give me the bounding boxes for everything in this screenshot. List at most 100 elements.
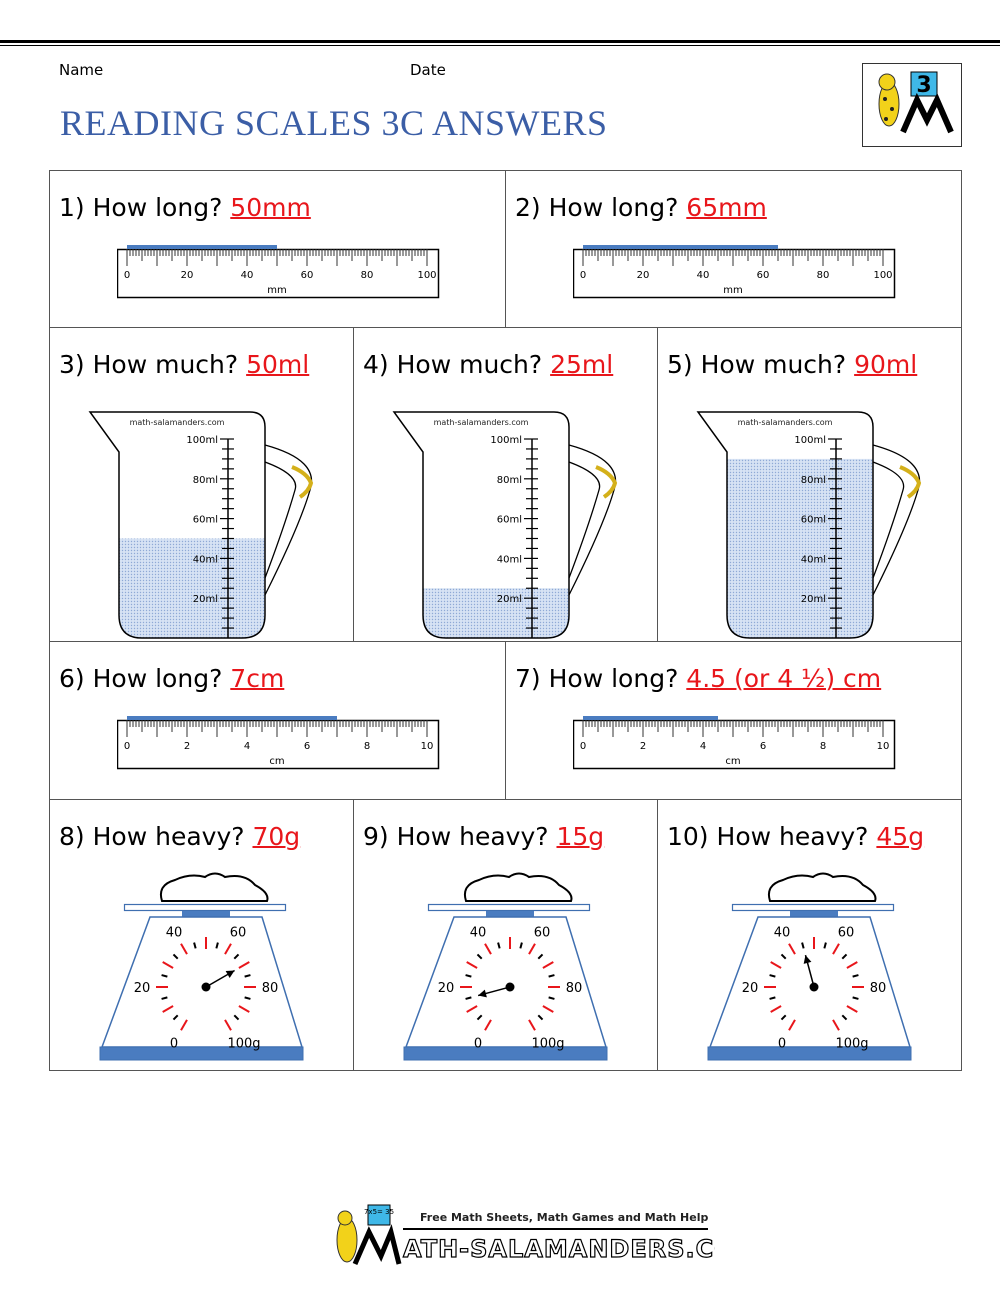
dial-tick <box>852 996 859 1000</box>
question-number: 5) <box>667 350 693 379</box>
dial-label: 0 <box>474 1036 482 1051</box>
pointer-arrowhead <box>225 970 235 978</box>
dial-label: 100g <box>227 1036 260 1051</box>
dial-tick <box>823 942 827 949</box>
dial-tick <box>233 953 240 960</box>
dial-tick <box>244 974 251 978</box>
dial-tick <box>519 942 523 949</box>
name-label: Name <box>59 61 104 79</box>
dial-tick <box>770 1005 782 1013</box>
question-number: 9) <box>363 822 389 851</box>
question-number: 10) <box>667 822 709 851</box>
question-text: How heavy? <box>716 822 869 851</box>
ruler-tick-label: 20 <box>181 270 194 281</box>
dial-tick <box>476 953 483 960</box>
jug-outline <box>88 411 266 639</box>
dial-tick <box>465 996 472 1000</box>
dial-pivot <box>505 982 515 992</box>
jug-outline <box>696 411 874 639</box>
dial-label: 20 <box>742 981 759 996</box>
scale-base <box>707 1046 912 1061</box>
weighed-object <box>463 872 573 902</box>
ruler-tick-label: 100 <box>417 270 436 281</box>
ruler-tick-label: 4 <box>244 741 250 752</box>
question-text: How much? <box>396 350 543 379</box>
question-text: How heavy? <box>92 822 245 851</box>
ruler-tick-label: 40 <box>241 270 254 281</box>
ruler-tick-label: 6 <box>304 741 310 752</box>
answer-text: 25ml <box>550 350 614 379</box>
jug-handle-inner <box>568 461 601 579</box>
pointer-arrowhead <box>803 955 812 964</box>
dial-label: 100g <box>531 1036 564 1051</box>
weighed-object <box>767 872 877 902</box>
dial-label: 20 <box>134 981 151 996</box>
dial-tick <box>846 1005 858 1013</box>
jug-brand-text: math-salamanders.com <box>434 418 529 427</box>
dial-tick <box>466 1005 478 1013</box>
dial-label: 40 <box>470 926 487 941</box>
jug-scale-label: 100ml <box>794 435 826 446</box>
measuring-jug: math-salamanders.com20ml40ml60ml80ml100m… <box>696 411 922 639</box>
ruler-tick-label: 2 <box>640 741 646 752</box>
answer-text: 45g <box>876 822 925 851</box>
ruler-tick-label: 8 <box>364 741 370 752</box>
dial-tick <box>162 961 174 969</box>
ruler-tick-label: 4 <box>700 741 706 752</box>
question-text: How much? <box>700 350 847 379</box>
dial-tick <box>161 996 168 1000</box>
dial-tick <box>476 1014 483 1021</box>
ruler-tick-label: 6 <box>760 741 766 752</box>
dial-tick <box>244 996 251 1000</box>
footer-logo: 7x5= 35 Free Math Sheets, Math Games and… <box>325 1200 760 1270</box>
ruler-tick-label: 10 <box>877 741 890 752</box>
header-rule-thin <box>0 45 1000 46</box>
measured-length-bar <box>583 245 778 249</box>
answer-text: 70g <box>252 822 301 851</box>
ruler-body <box>117 719 440 770</box>
dial-tick <box>832 1019 840 1031</box>
ruler-tick-label: 60 <box>301 270 314 281</box>
answer-text: 50mm <box>230 193 311 222</box>
dial-pivot <box>201 982 211 992</box>
question-text: How long? <box>92 193 223 222</box>
ruler-unit-label: cm <box>269 756 284 767</box>
ruler-unit-label: cm <box>725 756 740 767</box>
measured-length-bar <box>127 245 277 249</box>
dial-tick <box>484 943 492 955</box>
dial-tick <box>180 943 188 955</box>
scale-neck <box>182 911 230 917</box>
question-label: 5) How much? 90ml <box>667 350 917 379</box>
question-label: 2) How long? 65mm <box>515 193 767 222</box>
jug-brand-text: math-salamanders.com <box>738 418 833 427</box>
question-label: 4) How much? 25ml <box>363 350 613 379</box>
question-label: 9) How heavy? 15g <box>363 822 604 851</box>
dial-tick <box>841 1014 848 1021</box>
ruler-body <box>573 719 896 770</box>
dial-pivot <box>809 982 819 992</box>
jug-scale-label: 100ml <box>490 435 522 446</box>
math-salamanders-logo: 3 <box>862 63 962 147</box>
dial-tick <box>215 942 219 949</box>
jug-scale-label: 100ml <box>186 435 218 446</box>
dial-tick <box>801 942 805 949</box>
dial-tick <box>172 953 179 960</box>
dial-tick <box>780 953 787 960</box>
ruler-tick-label: 0 <box>580 270 586 281</box>
jug-scale-label: 40ml <box>193 554 218 565</box>
dial-tick <box>769 996 776 1000</box>
dial-tick <box>780 1014 787 1021</box>
dial-tick <box>193 942 197 949</box>
ruler-tick-label: 0 <box>580 741 586 752</box>
question-number: 4) <box>363 350 389 379</box>
answer-text: 90ml <box>854 350 918 379</box>
